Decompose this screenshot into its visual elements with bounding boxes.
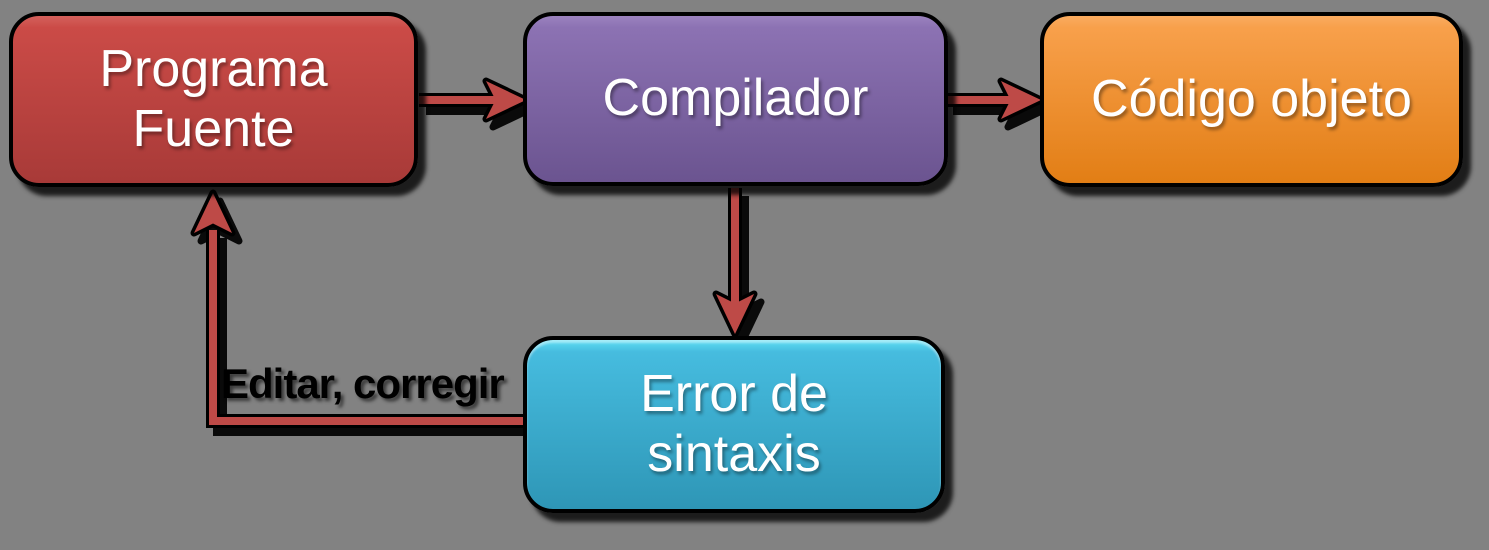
node-compilador-label: Compilador	[602, 69, 869, 128]
node-compilador: Compilador	[523, 12, 948, 186]
node-programa-fuente: Programa Fuente	[9, 12, 418, 187]
arrow-error-to-fuente	[209, 230, 532, 425]
node-error-sintaxis: Error de sintaxis	[523, 336, 945, 513]
arrowhead-compilador-to-objeto	[1001, 81, 1041, 119]
node-programa-fuente-label: Programa Fuente	[99, 39, 328, 158]
node-codigo-objeto-label: Código objeto	[1091, 69, 1412, 128]
node-error-sintaxis-label: Error de sintaxis	[640, 364, 828, 483]
arrowhead-fuente-to-compilador	[486, 81, 526, 119]
node-codigo-objeto: Código objeto	[1040, 12, 1463, 187]
connectors	[194, 81, 1041, 425]
arrowhead-compilador-to-error	[716, 294, 754, 334]
edge-label-editar-corregir: Editar, corregir	[221, 360, 505, 407]
arrowhead-error-to-fuente	[194, 193, 232, 233]
